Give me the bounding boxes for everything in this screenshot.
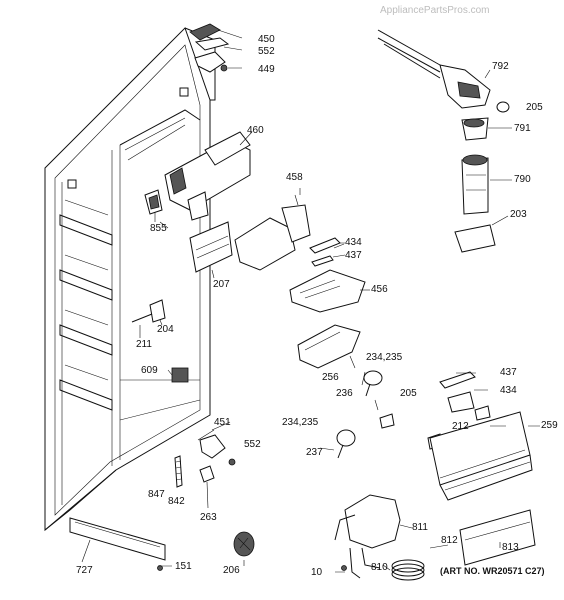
- label-256: 256: [322, 372, 339, 383]
- top-hinge: [189, 23, 243, 73]
- label-609: 609: [141, 365, 158, 376]
- label-458: 458: [286, 172, 303, 183]
- label-792: 792: [492, 61, 509, 72]
- part-256: [297, 324, 361, 369]
- label-234-235-upper: 234,235: [366, 352, 403, 363]
- label-205-top: 205: [526, 102, 543, 113]
- label-552-lower: 552: [244, 439, 261, 450]
- part-813: [459, 509, 536, 566]
- label-811: 811: [412, 522, 428, 533]
- label-810: 810: [371, 562, 388, 573]
- part-855: [144, 189, 163, 222]
- label-791: 791: [514, 123, 531, 134]
- label-451: 451: [214, 417, 231, 428]
- label-456: 456: [371, 284, 388, 295]
- label-151: 151: [175, 561, 192, 572]
- part-205-lower: [379, 413, 395, 429]
- water-valve-tubing: [334, 494, 425, 581]
- label-449: 449: [258, 64, 275, 75]
- label-203: 203: [510, 209, 527, 220]
- label-207: 207: [213, 279, 230, 290]
- label-813: 813: [502, 542, 519, 553]
- art-number: (ART NO. WR20571 C27): [440, 566, 545, 576]
- label-552-top: 552: [258, 46, 275, 57]
- leader-lines: [158, 69, 540, 573]
- label-259: 259: [541, 420, 558, 431]
- part-237: [336, 429, 356, 459]
- label-437-upper: 437: [345, 250, 362, 261]
- label-206: 206: [223, 565, 240, 576]
- label-234-235-lower: 234,235: [282, 417, 319, 428]
- part-609: [167, 367, 189, 383]
- part-206: [233, 531, 255, 557]
- label-434-lower: 434: [500, 385, 517, 396]
- label-437-lower: 437: [500, 367, 517, 378]
- label-211: 211: [136, 339, 152, 350]
- label-205-lower: 205: [400, 388, 417, 399]
- label-237: 237: [306, 447, 323, 458]
- parts-434-437-upper: [309, 237, 346, 267]
- air-duct-assembly: [164, 131, 253, 221]
- label-812: 812: [441, 535, 458, 546]
- label-727: 727: [76, 565, 93, 576]
- part-236: [363, 370, 383, 397]
- watermark: AppliancePartsPros.com: [380, 5, 490, 16]
- label-460: 460: [247, 125, 264, 136]
- label-204: 204: [157, 324, 174, 335]
- label-236: 236: [336, 388, 353, 399]
- freezer-cabinet: [44, 27, 216, 532]
- lower-hinge-assembly: [174, 421, 236, 509]
- water-filter-assembly: [377, 29, 510, 253]
- label-855: 855: [150, 223, 167, 234]
- label-450: 450: [258, 34, 275, 45]
- label-212: 212: [452, 421, 469, 432]
- label-10: 10: [311, 567, 323, 578]
- part-727: [69, 517, 166, 571]
- part-456: [289, 269, 370, 313]
- label-847: 847: [148, 489, 165, 500]
- label-842: 842: [168, 496, 185, 507]
- part-259: [429, 411, 533, 501]
- part-207: [189, 221, 233, 279]
- label-263: 263: [200, 512, 217, 523]
- part-458: [234, 194, 311, 271]
- label-790: 790: [514, 174, 531, 185]
- label-434-upper: 434: [345, 237, 362, 248]
- part-204-211: [131, 299, 166, 338]
